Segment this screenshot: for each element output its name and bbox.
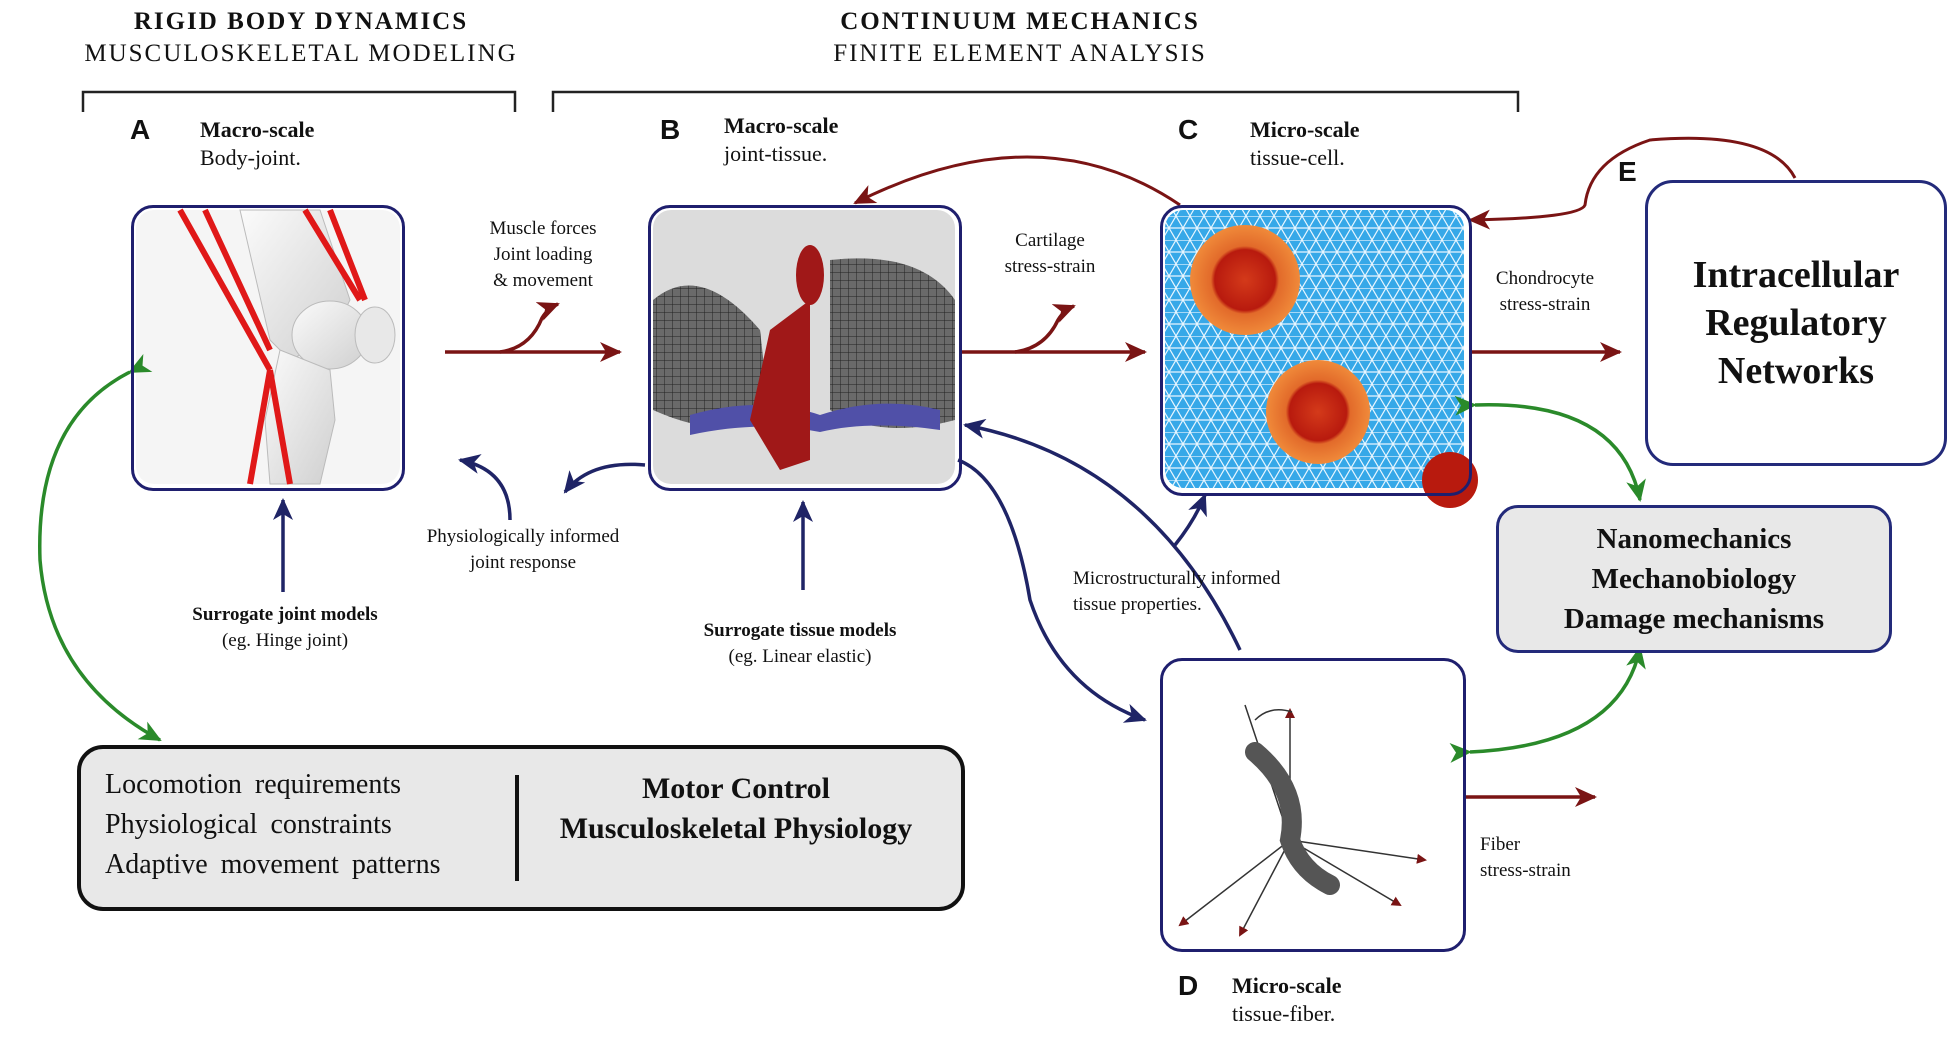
motor-left-list: Locomotion requirements Physiological co… (105, 765, 440, 885)
panel-b-scale: Macro-scale joint-tissue. (724, 112, 838, 168)
panel-a-scale-desc: Body-joint. (200, 145, 301, 170)
arrow-b-to-d (957, 458, 1147, 723)
label-surrogate-joint-sub: (eg. Hinge joint) (221, 630, 349, 651)
label-physiologically: Physiologically informed joint response (398, 524, 648, 576)
panel-a-frame (131, 205, 405, 491)
panel-d-scale: Micro-scale tissue-fiber. (1232, 972, 1342, 1028)
label-fiber-2: stress-strain (1480, 860, 1571, 881)
arrow-e-to-c (1468, 136, 1797, 230)
label-surrogate-joint: Surrogate joint models (eg. Hinge joint) (160, 602, 410, 654)
tissue-cell-mesh-illustration (1165, 210, 1478, 508)
motor-control-box: Locomotion requirements Physiological co… (77, 745, 965, 911)
nanomechanics-line-3: Damage mechanisms (1563, 603, 1825, 635)
label-muscle-forces-2: Joint loading (493, 244, 593, 265)
panel-d-letter: D (1178, 970, 1199, 1001)
nanomechanics-line-1: Nanomechanics (1596, 523, 1792, 555)
label-physiologically-1: Physiologically informed (426, 526, 620, 547)
knee-bone-illustration (136, 208, 400, 485)
label-chondrocyte-2: stress-strain (1499, 294, 1591, 315)
intracellular-line-3: Networks (1717, 350, 1875, 392)
label-surrogate-joint-title: Surrogate joint models (192, 604, 378, 625)
label-cartilage-2: stress-strain (1004, 256, 1096, 277)
header-left-line2: MUSCULOSKELETAL MODELING (84, 40, 518, 67)
arrow-c-nanomechanics (1454, 395, 1646, 502)
label-muscle-forces-3: & movement (493, 270, 593, 291)
arrow-cartilage (1014, 304, 1076, 354)
tissue-fiber-illustration (1178, 704, 1427, 937)
panel-d-frame (1160, 658, 1466, 952)
left-bracket (81, 90, 517, 112)
intracellular-line-1: Intracellular (1692, 254, 1900, 296)
panel-d-scale-desc: tissue-fiber. (1232, 1001, 1336, 1026)
motor-left-line-2: Physiological constraints (105, 809, 392, 840)
panel-b-scale-title: Macro-scale (724, 113, 839, 138)
label-cartilage-1: Cartilage (1015, 230, 1085, 251)
label-physiologically-2: joint response (469, 552, 577, 573)
motor-divider (515, 775, 519, 881)
label-microstructurally: Microstructurally informed tissue proper… (1073, 566, 1280, 618)
panel-d-scale-title: Micro-scale (1232, 973, 1342, 998)
motor-left-line-1: Locomotion requirements (105, 769, 402, 800)
label-fiber: Fiber stress-strain (1480, 832, 1571, 884)
motor-right-line-1: Motor Control (641, 772, 831, 805)
arrow-c-to-b (853, 155, 1181, 207)
label-microstructurally-2: tissue properties. (1073, 594, 1202, 615)
nanomechanics-box: Nanomechanics Mechanobiology Damage mech… (1496, 505, 1892, 653)
panel-b-frame (648, 205, 962, 491)
panel-c-scale-title: Micro-scale (1250, 117, 1360, 142)
label-surrogate-tissue-sub: (eg. Linear elastic) (728, 646, 872, 667)
panel-a-scale-title: Macro-scale (200, 117, 315, 142)
label-cartilage: Cartilage stress-strain (980, 228, 1120, 280)
panel-b-letter: B (660, 114, 681, 145)
label-fiber-1: Fiber (1480, 834, 1521, 855)
intracellular-networks-box: Intracellular Regulatory Networks (1645, 180, 1947, 466)
panel-c-frame (1160, 205, 1472, 496)
panel-a-scale: Macro-scale Body-joint. (200, 116, 314, 172)
nanomechanics-line-2: Mechanobiology (1591, 563, 1797, 595)
label-microstructurally-1: Microstructurally informed (1073, 568, 1281, 589)
arrow-d-to-c (1173, 493, 1207, 547)
header-right-line1: CONTINUUM MECHANICS (840, 8, 1200, 35)
panel-e-letter: E (1618, 156, 1637, 187)
motor-right-line-2: Musculoskeletal Physiology (559, 812, 913, 845)
panel-b-scale-desc: joint-tissue. (724, 141, 828, 166)
right-bracket (551, 90, 1520, 112)
panel-c-scale-desc: tissue-cell. (1250, 145, 1345, 170)
panel-a-letter: A (130, 114, 151, 145)
header-left-line1: RIGID BODY DYNAMICS (133, 8, 469, 35)
motor-right-title: Motor Control Musculoskeletal Physiology (526, 769, 946, 849)
joint-tissue-mesh-illustration (653, 210, 955, 484)
panel-c-letter: C (1178, 114, 1199, 145)
panel-c-scale: Micro-scale tissue-cell. (1250, 116, 1360, 172)
arrow-d-nanomechanics (1449, 646, 1646, 763)
label-muscle-forces: Muscle forces Joint loading & movement (468, 216, 618, 294)
label-muscle-forces-1: Muscle forces (489, 218, 597, 239)
label-chondrocyte: Chondrocyte stress-strain (1470, 266, 1620, 318)
label-chondrocyte-1: Chondrocyte (1495, 268, 1595, 289)
intracellular-line-2: Regulatory (1705, 302, 1887, 344)
arrow-physiological-to-a (458, 454, 512, 521)
arrow-d-to-b (963, 418, 1242, 651)
arrow-a-motor-control (38, 354, 162, 742)
motor-left-line-3: Adaptive movement patterns (105, 849, 441, 880)
arrow-b-to-physiological (563, 462, 646, 494)
label-surrogate-tissue: Surrogate tissue models (eg. Linear elas… (660, 618, 940, 670)
arrow-muscle-forces (499, 302, 560, 354)
header-right-line2: FINITE ELEMENT ANALYSIS (833, 40, 1207, 67)
label-surrogate-tissue-title: Surrogate tissue models (703, 620, 897, 641)
header-rigid-body: RIGID BODY DYNAMICS MUSCULOSKELETAL MODE… (66, 6, 536, 70)
header-continuum: CONTINUUM MECHANICS FINITE ELEMENT ANALY… (780, 6, 1260, 70)
